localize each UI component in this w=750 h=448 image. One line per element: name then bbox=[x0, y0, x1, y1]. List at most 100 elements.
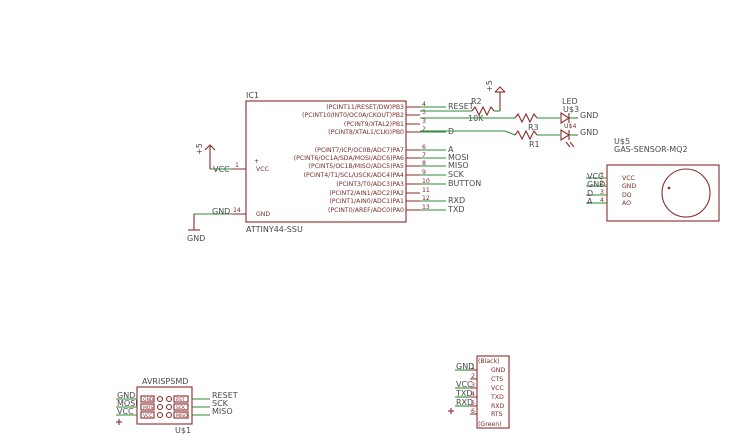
ic1-net-label: RXD bbox=[448, 196, 465, 205]
ic1-pin-num: 7 bbox=[422, 152, 426, 159]
ftdi-pin-num: 5 bbox=[471, 400, 475, 407]
ic1-vcc-plus: + bbox=[254, 158, 259, 165]
vcc-net-label: VCC bbox=[213, 165, 230, 174]
gas-pin-num: 2 bbox=[600, 180, 604, 187]
vcc-net: +5 VCC bbox=[195, 143, 232, 174]
ic1-gnd-num: 14 bbox=[233, 207, 241, 214]
led-u4-gnd: GND bbox=[580, 128, 598, 137]
ftdi-net-label: GND bbox=[456, 362, 474, 371]
gas-sensor-ref: U$5 bbox=[614, 137, 630, 146]
ftdi-pin-num: 2 bbox=[471, 373, 475, 380]
ic1-pin-num: 2 bbox=[422, 126, 426, 133]
ftdi-pin-num: 6 bbox=[471, 408, 475, 415]
gas-pin-label: GND bbox=[622, 183, 636, 190]
r1-resistor[interactable]: R1 bbox=[420, 129, 560, 149]
isp-pad-circle bbox=[156, 403, 164, 411]
ic1-net-label: MOSI bbox=[448, 153, 469, 162]
isp-left-net: GND bbox=[117, 391, 135, 400]
ic1-pin-label: (PCINT1/AIN0/ADC1)PA1 bbox=[329, 198, 404, 205]
isp-title: AVRISPSMD bbox=[142, 377, 188, 386]
ic1-pin-num: 11 bbox=[422, 187, 430, 194]
ic1-pin-label: (PCINT2/AIN1/ADC2)PA2 bbox=[329, 190, 404, 197]
gas-pin-num: 1 bbox=[600, 172, 604, 179]
ftdi-pin-label: RTS bbox=[491, 411, 503, 418]
isp-pad-circle bbox=[165, 395, 173, 403]
isp-left-pin: GND bbox=[143, 397, 154, 403]
isp-left-pad bbox=[140, 395, 155, 403]
gas-pin-label: VCC bbox=[622, 175, 635, 182]
ftdi-pin-label: RXD bbox=[491, 403, 505, 410]
ic1-net-label: SCK bbox=[448, 170, 465, 179]
ftdi-pin-label: GND bbox=[491, 367, 505, 374]
gas-pin-net: A bbox=[587, 197, 593, 206]
ic1-pin-num: 12 bbox=[422, 195, 430, 202]
ic1-pin-label: (PCINT7/ICP/OC0B/ADC7)PA7 bbox=[315, 147, 404, 154]
r2-plus5: +5 bbox=[485, 80, 494, 92]
ftdi-pin-label: TXD bbox=[490, 394, 504, 401]
gas-pin-label: DO bbox=[622, 192, 632, 199]
ic1-pin-num: 5 bbox=[422, 109, 426, 116]
isp-right-pin: MISO bbox=[176, 413, 188, 419]
ic1-pin-num: 3 bbox=[422, 118, 426, 125]
ic1-net-label: RESET bbox=[448, 102, 474, 111]
gas-pin-net: D bbox=[587, 189, 593, 198]
ic1-symbol[interactable]: IC1 ATTINY44-SSU VCC 1 + GND 14 (PCINT11… bbox=[232, 91, 481, 234]
led-u3[interactable]: LED U$3 GND bbox=[560, 97, 598, 124]
gnd-net-label: GND bbox=[212, 207, 230, 216]
ftdi-pin-num: 1 bbox=[471, 364, 475, 371]
isp-left-net: MOSI bbox=[117, 399, 138, 408]
gas-pin-net: GND bbox=[587, 180, 605, 189]
ftdi-top: (Black) bbox=[478, 358, 500, 365]
gas-pin-net: VCC bbox=[587, 172, 604, 181]
ic1-pin-label: (PCINT6/OC1A/SDA/MOSI/ADC6)PA6 bbox=[294, 155, 404, 162]
isp-right-pin: SCK bbox=[176, 405, 186, 411]
ic1-pin-label: (PCINT3/T0/ADC3)PA3 bbox=[336, 181, 404, 188]
ftdi-pin-label: CTS bbox=[491, 376, 503, 383]
ic1-gnd-label: GND bbox=[256, 211, 270, 218]
isp-pad-circle bbox=[165, 403, 173, 411]
ftdi-net-label: VCC bbox=[456, 380, 473, 389]
ic1-vcc-label: VCC bbox=[256, 166, 269, 173]
led-u4-ref: U$4 bbox=[564, 123, 576, 130]
isp-pad-circle bbox=[165, 411, 173, 419]
ic1-pin-label: (PCINT8/XTAL1/CLKI)PB0 bbox=[328, 129, 404, 136]
isp-left-pad bbox=[140, 411, 155, 419]
ic1-pin-label: (PCINT5/OC1B/MISO/ADC5)PA5 bbox=[309, 163, 404, 170]
ic1-pin-label: (PCINT9/XTAL2)PB1 bbox=[344, 121, 404, 128]
ic1-pin-num: 13 bbox=[422, 204, 430, 211]
ftdi-pin-num: 4 bbox=[471, 391, 475, 398]
isp-pad-circle bbox=[156, 395, 164, 403]
r2-ref: R2 bbox=[471, 97, 482, 106]
isp-right-pad bbox=[173, 395, 189, 403]
isp-left-pin: VCC bbox=[143, 413, 152, 419]
ic1-value: ATTINY44-SSU bbox=[246, 225, 303, 234]
ic1-pin-label: (PCINT4/T1/SCL/USCK/ADC4)PA4 bbox=[304, 172, 404, 179]
isp-right-pad bbox=[173, 403, 189, 411]
ic1-pin-num: 4 bbox=[422, 101, 426, 108]
r3-resistor[interactable]: R3 bbox=[420, 112, 560, 132]
isp-right-pin: RST bbox=[176, 397, 185, 403]
led-u4[interactable]: U$4 GND bbox=[560, 123, 598, 148]
ic1-pin-label: (PCINT11/RESET/DW)PB3 bbox=[326, 104, 404, 111]
gnd-symbol-label: GND bbox=[187, 234, 205, 243]
isp-right-net: RESET bbox=[212, 391, 238, 400]
isp-right-pad bbox=[173, 411, 189, 419]
r3-ref: R3 bbox=[528, 123, 539, 132]
ic1-net-label: TXD bbox=[447, 205, 465, 214]
ic1-net-label: A bbox=[448, 145, 454, 154]
isp-left-pin: MOSI bbox=[143, 405, 155, 411]
ftdi-pin-label: VCC bbox=[491, 385, 504, 392]
ic1-vcc-num: 1 bbox=[235, 162, 239, 169]
ftdi-bottom: (Green) bbox=[478, 421, 502, 428]
ic1-net-label: MISO bbox=[448, 161, 469, 170]
ic1-pin-num: 9 bbox=[422, 169, 426, 176]
ftdi-pin-num: 3 bbox=[471, 382, 475, 389]
gas-pin-label: AO bbox=[622, 200, 631, 207]
isp-left-pad bbox=[140, 403, 155, 411]
